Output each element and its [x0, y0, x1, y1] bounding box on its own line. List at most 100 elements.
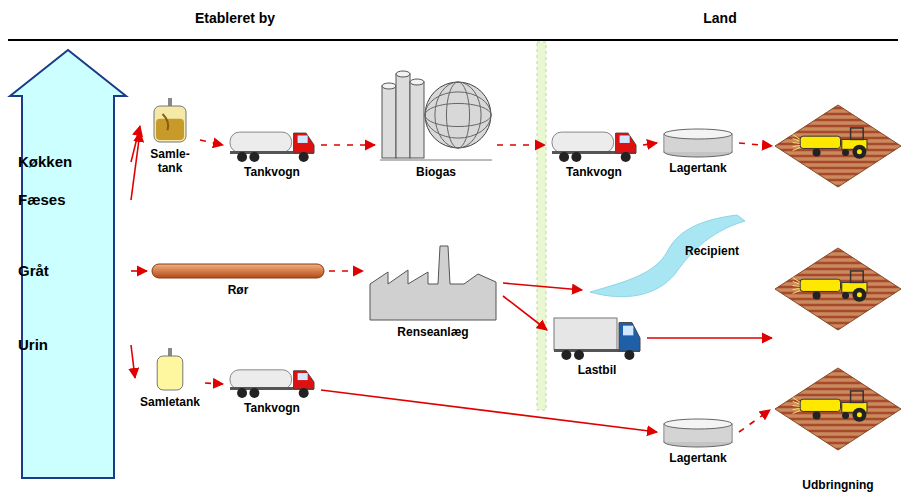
furrow — [775, 107, 901, 110]
furrow — [775, 173, 901, 176]
flow-arrow — [503, 283, 582, 290]
trailer-wheel — [813, 292, 821, 300]
spray-line — [793, 288, 801, 289]
field-icon — [775, 368, 901, 450]
furrow — [775, 322, 901, 325]
flow-arrow — [205, 383, 223, 384]
spreader-tank — [800, 279, 840, 291]
spreader-tank — [800, 136, 840, 148]
flow-arrow — [329, 270, 363, 272]
node-label: Tankvogn — [548, 165, 640, 179]
house-node: KøkkenFæsesGråtUrin — [8, 48, 128, 480]
node-label: Lastbil — [550, 363, 644, 377]
trailer-wheel — [813, 412, 821, 420]
field-icon — [775, 248, 901, 330]
field-outline — [775, 368, 901, 450]
tractor-hub — [857, 149, 862, 154]
field-icon — [775, 105, 901, 187]
sphere-parallel — [425, 92, 491, 138]
flow-arrow — [497, 144, 545, 146]
column-heading: Etableret by — [195, 10, 275, 26]
spray-line — [793, 282, 801, 285]
trailer-wheel — [813, 149, 821, 157]
truck-wheel — [237, 388, 247, 398]
flow-arrow — [503, 296, 547, 330]
pipe-icon — [152, 262, 324, 280]
field-furrows — [775, 108, 901, 186]
field-furrows — [775, 371, 901, 449]
furrow — [775, 370, 901, 373]
node-label: Biogas — [378, 165, 494, 179]
tankBrown-icon — [145, 98, 195, 144]
tractor-hub — [857, 292, 862, 297]
furrow — [775, 268, 901, 271]
tank-inflow — [163, 114, 169, 130]
furrow — [775, 298, 901, 301]
field-ground — [775, 105, 901, 187]
truck-wheel — [571, 152, 581, 162]
flow-arrow — [321, 144, 375, 146]
river-node: Recipient — [585, 212, 750, 307]
cyl-node: Lagertank — [660, 128, 736, 175]
tractor-front-wheel — [842, 292, 849, 299]
city-land-border — [537, 42, 546, 410]
truck-node: Tankvogn — [226, 128, 318, 179]
spray-line — [793, 142, 801, 144]
digester-column — [410, 82, 424, 158]
spray-line — [793, 402, 801, 405]
field-ground — [775, 368, 901, 450]
truck-wheel — [249, 388, 259, 398]
source-label: Fæses — [8, 191, 128, 209]
furrow — [775, 424, 901, 427]
pipe — [152, 264, 324, 278]
tractor-spreader — [793, 128, 867, 159]
field-ground — [775, 248, 901, 330]
furrow — [775, 430, 901, 433]
furrow — [775, 119, 901, 122]
tank-body — [157, 356, 183, 390]
furrow — [775, 316, 901, 319]
truck-wheel — [559, 152, 569, 162]
truck-node: Tankvogn — [548, 128, 640, 179]
spray-line — [793, 410, 801, 413]
plant-building — [370, 246, 496, 320]
spray-line — [793, 405, 801, 407]
truck-wheel — [249, 152, 259, 162]
spray-line — [793, 408, 801, 409]
furrow — [775, 262, 901, 265]
digester-column — [396, 74, 410, 158]
tractor-wheel — [852, 408, 866, 422]
flow-arrow — [200, 140, 223, 145]
truck-cab — [294, 133, 314, 153]
source-label: Urin — [8, 336, 128, 354]
furrow — [775, 394, 901, 397]
tractor-front-wheel — [842, 149, 849, 156]
tank-content — [156, 119, 184, 140]
truck-icon — [550, 128, 638, 162]
furrow — [775, 376, 901, 379]
truck-window — [620, 135, 630, 142]
tractor-spreader — [793, 271, 867, 302]
field-outline — [775, 105, 901, 187]
column-heading-box: Etableret by — [195, 10, 275, 26]
truck-window — [298, 373, 308, 380]
truck-wheel — [561, 350, 571, 360]
node-label: Lagertank — [660, 161, 736, 175]
furrow — [775, 167, 901, 170]
factory-node: Renseanlæg — [366, 244, 500, 339]
storage-tank-top — [664, 419, 732, 429]
furrow — [775, 388, 901, 391]
field-node: Udbringning — [773, 368, 903, 492]
field-node — [775, 105, 901, 187]
biogas-node: Biogas — [378, 68, 494, 179]
node-label: Tankvogn — [226, 165, 318, 179]
spray-line — [793, 139, 801, 142]
cyl-icon — [662, 128, 734, 158]
truck-tank — [230, 370, 292, 389]
truck-wheel — [299, 388, 309, 398]
flow-arrow — [321, 390, 657, 432]
truck-wheel — [237, 152, 247, 162]
lorry-box — [554, 318, 617, 350]
tankBrown-node: Samle- tank — [143, 98, 197, 175]
